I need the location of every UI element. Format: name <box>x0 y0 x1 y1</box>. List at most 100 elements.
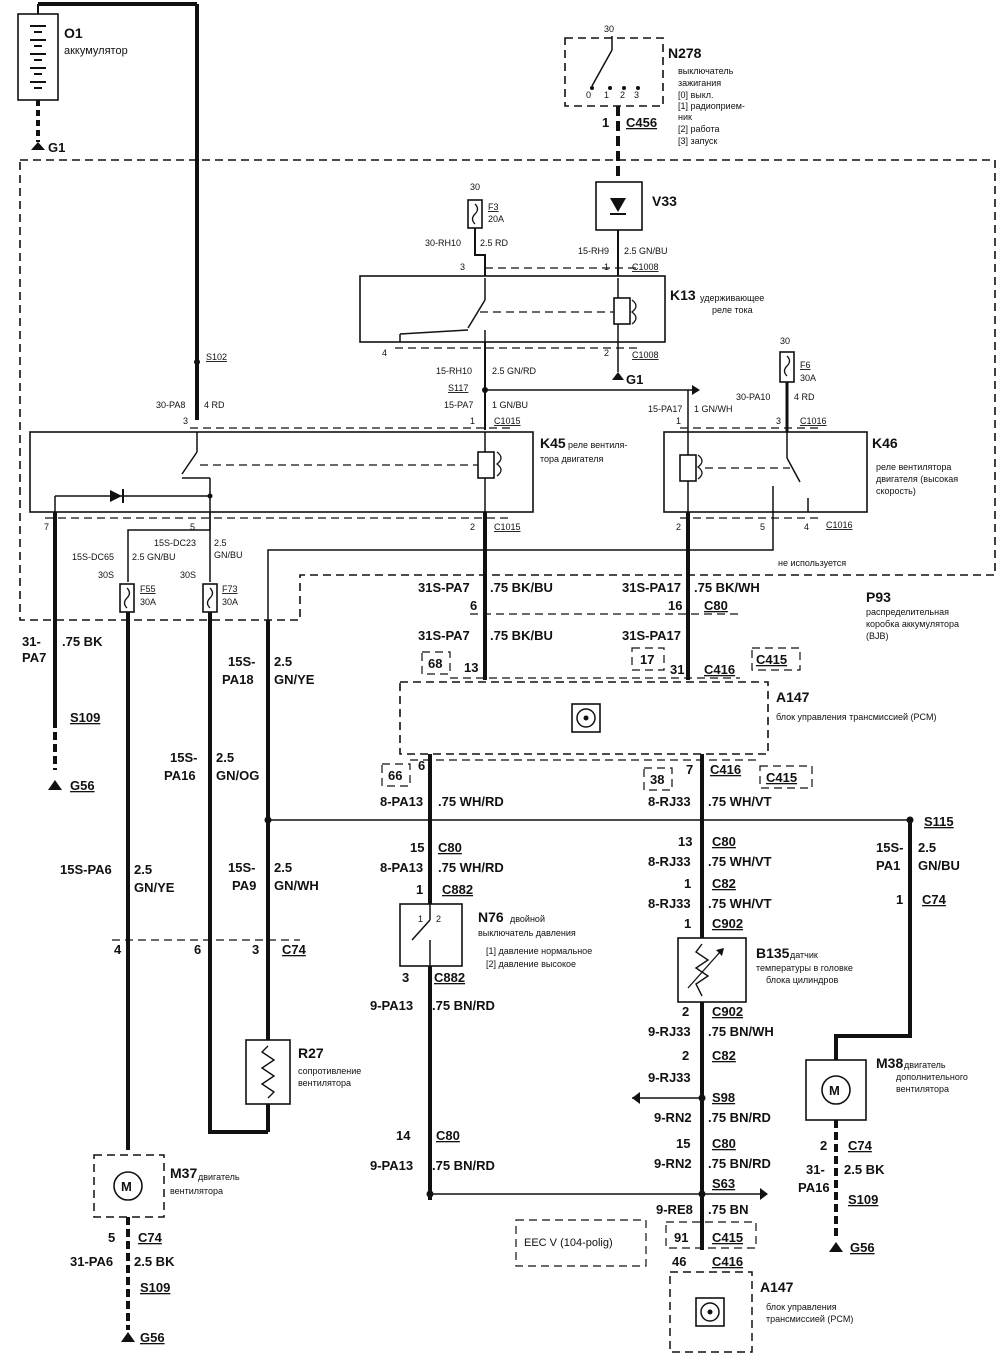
rn2top-gauge: .75 BN/RD <box>708 1110 771 1125</box>
pa16-g2: GN/OG <box>216 768 259 783</box>
pa18-g1: 2.5 <box>274 654 292 669</box>
k46-desc-2: скорость) <box>876 486 916 496</box>
n278-desc-4: ник <box>678 112 692 122</box>
pa17c416-pin: 31 <box>670 662 684 677</box>
dc23-id2: 2.5 <box>214 538 227 548</box>
k45-pin5: 5 <box>190 522 195 532</box>
rj33top-conn: C416 <box>710 762 741 777</box>
k45-desc-0: реле вентиля- <box>568 440 627 450</box>
pa17c416-alt: 17 <box>640 652 654 667</box>
splice-s117: S117 <box>448 383 468 393</box>
k13-pin1: 1 <box>604 262 609 272</box>
pa13top-id: 8-PA13 <box>380 794 423 809</box>
relay-k45: K45 реле вентиля- тора двигателя 3 1 C10… <box>29 416 627 532</box>
n278-pin30: 30 <box>604 24 614 34</box>
k46-desc-0: реле вентилятора <box>876 462 951 472</box>
rj33c82b-id: 9-RJ33 <box>648 1070 691 1085</box>
wire-15s-pa16 <box>208 612 268 1134</box>
f55-ref: F55 <box>140 584 156 594</box>
c415-91-pin: 91 <box>674 1230 688 1245</box>
f6-ref: F6 <box>800 360 811 370</box>
k46-conn-top: C1016 <box>800 416 827 426</box>
rj33c82-conn: C82 <box>712 876 736 891</box>
k45-conn-bot: C1015 <box>494 522 521 532</box>
pa9-id1: 15S- <box>228 860 255 875</box>
pa13c80-pin: 15 <box>410 840 424 855</box>
p93-outline <box>19 159 996 621</box>
m37-desc-0: двигатель <box>198 1172 240 1182</box>
wire-15s-pa1 <box>834 820 912 1060</box>
f73-ref: F73 <box>222 584 238 594</box>
n76-pos1: 1 <box>418 914 423 924</box>
pa17c80-conn: C80 <box>704 598 728 613</box>
temp-sensor-b135: 1 C902 B135 датчик температуры в головке… <box>677 916 853 1019</box>
pa13bn-gauge: .75 BN/RD <box>432 998 495 1013</box>
splice-s115: S115 <box>924 814 954 829</box>
n278-desc-1: зажигания <box>678 78 721 88</box>
k45-desc-1: тора двигателя <box>540 454 603 464</box>
rj33bn-gauge: .75 BN/WH <box>708 1024 774 1039</box>
p93-ref: P93 <box>866 589 891 605</box>
f6-rating: 30A <box>800 373 816 383</box>
dc23-id1: 15S-DC23 <box>154 538 196 548</box>
pa13top-pin: 6 <box>418 758 425 773</box>
k13-desc-0: удерживающее <box>700 293 764 303</box>
rj33bn-id: 9-RJ33 <box>648 1024 691 1039</box>
k45-pin7: 7 <box>44 522 49 532</box>
eec-box <box>515 1219 647 1267</box>
b135-conn-bot: C902 <box>712 1004 743 1019</box>
n278-desc-6: [3] запуск <box>678 136 717 146</box>
rh10b-gauge: 2.5 GN/RD <box>492 366 537 376</box>
pa7c80-pin: 6 <box>470 598 477 613</box>
m37-gauge: 2.5 BK <box>134 1254 175 1269</box>
r27-ref: R27 <box>298 1045 324 1061</box>
rn2c80-id: 9-RN2 <box>654 1156 692 1171</box>
m38-wire1: 31- <box>806 1162 825 1177</box>
p93-desc-0: распределительная <box>866 607 949 617</box>
m37-pin: 5 <box>108 1230 115 1245</box>
pa8-id: 30-PA8 <box>156 400 185 410</box>
relay-k13: K13 удерживающее реле тока 3 1 C1008 4 2… <box>359 262 764 360</box>
m38-wire2: PA16 <box>798 1180 830 1195</box>
ignition-switch-n278: 30 0 1 2 3 N278 выключатель зажигания [0… <box>564 24 745 146</box>
dc65-id2: 2.5 GN/BU <box>132 552 176 562</box>
m38-desc-0: двигатель <box>904 1060 946 1070</box>
b135-desc-2: блока цилиндров <box>766 975 838 985</box>
pa7left-id2: PA7 <box>22 650 46 665</box>
motor-m37: M M37 двигатель вентилятора <box>93 1154 240 1218</box>
rj33top-pin: 7 <box>686 762 693 777</box>
rj33c82-pin: 1 <box>684 876 691 891</box>
diode-v33: V33 <box>595 181 677 231</box>
eec-label: EEC V (104-polig) <box>524 1237 613 1249</box>
k45-pin3: 3 <box>183 416 188 426</box>
n76-ref: N76 <box>478 909 504 925</box>
p93-desc-1: коробка аккумулятора <box>866 619 959 629</box>
n278-desc-5: [2] работа <box>678 124 720 134</box>
f3-ref: F3 <box>488 202 499 212</box>
re8-gauge: .75 BN <box>708 1202 748 1217</box>
rj33top-gauge: .75 WH/VT <box>708 794 772 809</box>
pa17top-id: 15-PA17 <box>648 404 682 414</box>
battery-desc: аккумулятор <box>64 45 128 57</box>
pa9-g1: 2.5 <box>274 860 292 875</box>
rj33top-alt: 38 <box>650 772 664 787</box>
n76-pin-bot: 3 <box>402 970 409 985</box>
a147-bot-desc-1: трансмиссией (PCM) <box>766 1314 853 1324</box>
k13-pin4: 4 <box>382 348 387 358</box>
m37-conn: C74 <box>138 1230 163 1245</box>
fuse-f73: 30S F73 30A <box>180 570 238 613</box>
c74-pin4: 4 <box>114 942 122 957</box>
pa18-g2: GN/YE <box>274 672 315 687</box>
pa1-g2: GN/BU <box>918 858 960 873</box>
f73-rating: 30A <box>222 597 238 607</box>
c74-pin3: 3 <box>252 942 259 957</box>
pa7left-ground: G56 <box>70 778 95 793</box>
re8-id: 9-RE8 <box>656 1202 693 1217</box>
pa7left-id1: 31- <box>22 634 41 649</box>
pa17c416-id: 31S-PA17 <box>622 628 681 643</box>
rn2top-id: 9-RN2 <box>654 1110 692 1125</box>
rh10-gauge: 2.5 RD <box>480 238 509 248</box>
pa1-pin: 1 <box>896 892 903 907</box>
rj33top-conn-alt: C415 <box>766 770 797 785</box>
